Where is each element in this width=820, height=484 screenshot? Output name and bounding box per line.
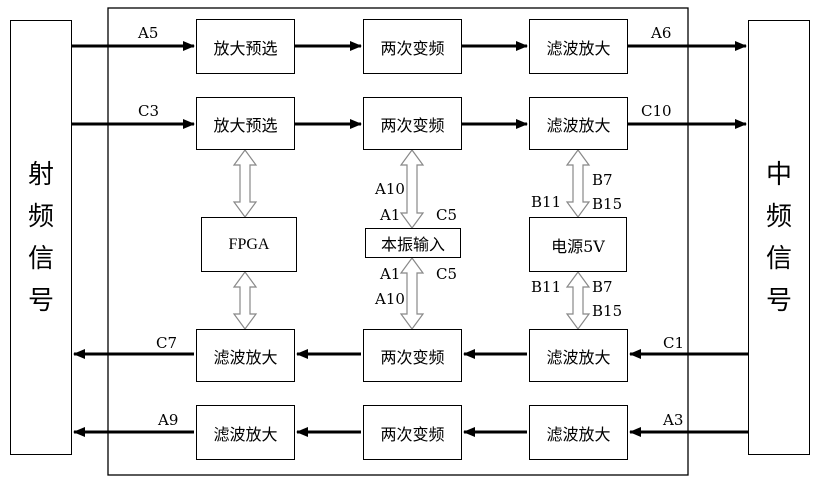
main-frame xyxy=(107,7,689,476)
row1-filter-amp-block: 滤波放大 xyxy=(529,19,628,74)
label-row3-out: C7 xyxy=(156,334,178,352)
row4-conversion-block: 两次变频 xyxy=(363,405,462,460)
row2-preselect-block: 放大预选 xyxy=(196,97,295,150)
hollow-arrow-fpga-lower xyxy=(232,270,258,331)
if-char-3: 信 xyxy=(765,243,792,274)
row4-filter-amp-left-block: 滤波放大 xyxy=(196,405,295,460)
if-char-4: 号 xyxy=(765,285,792,316)
row3-conversion-block: 两次变频 xyxy=(363,329,462,382)
rf-char-3: 信 xyxy=(27,243,54,274)
power-5v-block: 电源5V xyxy=(529,217,627,272)
pin-power-up-right-1: B7 xyxy=(592,171,613,189)
rf-signal-panel: 射 频 信 号 xyxy=(10,20,72,455)
label-row2-out: C10 xyxy=(641,102,672,120)
pin-lo-up-left-1: A10 xyxy=(375,180,405,198)
label-row4-in: A3 xyxy=(663,411,684,429)
row2-filter-amp-block: 滤波放大 xyxy=(529,97,628,150)
hollow-arrow-power-lower xyxy=(565,270,591,331)
pin-power-up-left: B11 xyxy=(531,193,562,211)
pin-lo-down-right: C5 xyxy=(436,265,458,283)
rf-char-2: 频 xyxy=(27,201,54,232)
rf-char-1: 射 xyxy=(27,159,54,190)
pin-power-down-left: B11 xyxy=(531,278,562,296)
if-char-1: 中 xyxy=(765,159,792,190)
row3-filter-amp-left-block: 滤波放大 xyxy=(196,329,295,382)
row1-preselect-block: 放大预选 xyxy=(196,19,295,74)
row1-conversion-block: 两次变频 xyxy=(363,19,462,74)
row4-filter-amp-right-block: 滤波放大 xyxy=(529,405,628,460)
label-row2-in: C3 xyxy=(138,102,160,120)
pin-lo-down-left-2: A10 xyxy=(375,290,405,308)
hollow-arrow-fpga-upper xyxy=(232,148,258,219)
row3-filter-amp-right-block: 滤波放大 xyxy=(529,329,628,382)
label-row3-in: C1 xyxy=(663,334,685,352)
pin-power-down-right-1: B7 xyxy=(592,278,613,296)
if-signal-panel: 中 频 信 号 xyxy=(748,20,810,455)
label-row1-out: A6 xyxy=(651,24,672,42)
row2-conversion-block: 两次变频 xyxy=(363,97,462,150)
if-char-2: 频 xyxy=(765,201,792,232)
rf-char-4: 号 xyxy=(27,285,54,316)
hollow-arrow-power-upper xyxy=(565,148,591,219)
fpga-block: FPGA xyxy=(201,217,297,272)
label-row4-out: A9 xyxy=(158,411,179,429)
pin-lo-up-left-2: A1 xyxy=(380,206,401,224)
pin-power-down-right-2: B15 xyxy=(592,302,623,320)
lo-input-block: 本振输入 xyxy=(365,228,461,258)
pin-lo-up-right: C5 xyxy=(436,206,458,224)
pin-power-up-right-2: B15 xyxy=(592,195,623,213)
label-row1-in: A5 xyxy=(138,24,159,42)
pin-lo-down-left-1: A1 xyxy=(380,265,401,283)
